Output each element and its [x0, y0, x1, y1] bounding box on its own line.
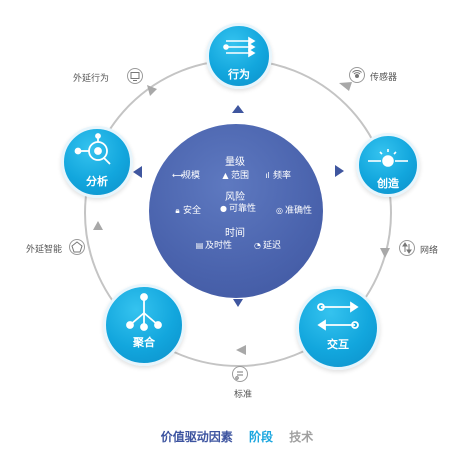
tech-label-sensor: 传感器: [370, 73, 398, 83]
driver-latency: ◔延迟: [254, 241, 282, 251]
stage-label: 创造: [377, 177, 399, 190]
legend-value-drivers: 价值驱动因素: [160, 430, 233, 444]
legend-technology: 技术: [289, 430, 314, 444]
network-icon: [126, 293, 162, 331]
stage-node-interact: 交互: [296, 286, 380, 370]
driver-accuracy: ◎准确性: [276, 206, 313, 216]
stage-label: 分析: [86, 175, 108, 188]
tech-label-extended-behavior: 外延行为: [73, 74, 110, 84]
standard-icon: [232, 366, 248, 382]
network-arrows-icon: [399, 240, 415, 256]
magnifier-icon: [74, 133, 111, 165]
lightbulb-icon: [368, 149, 408, 167]
stage-label: 聚合: [133, 336, 155, 349]
stage-node-act: 行为: [206, 23, 272, 89]
clock-icon: ◔: [254, 241, 261, 250]
driver-reliability: ●可靠性: [220, 204, 257, 214]
exchange-icon: [317, 301, 359, 331]
legend: 价值驱动因素 阶段 技术: [0, 428, 474, 445]
driver-security: 🔒︎安全: [173, 203, 201, 216]
stage-label: 行为: [228, 68, 250, 81]
tech-label-standard: 标准: [234, 390, 253, 400]
stage-label: 交互: [327, 338, 349, 351]
legend-stage: 阶段: [248, 430, 273, 444]
signal-icon: ıl: [265, 171, 270, 180]
mountain-icon: ▲: [222, 171, 229, 180]
stage-node-aggregate: 聚合: [103, 284, 185, 366]
driver-scale: ⟷规模: [172, 171, 201, 181]
group-title-risk: 风险: [225, 192, 245, 203]
document-icon: ▤: [195, 241, 204, 250]
scale-icon: ⟷: [172, 171, 184, 180]
sensor-icon: [349, 67, 365, 83]
stage-node-analyze: 分析: [61, 126, 133, 198]
group-title-time: 时间: [225, 228, 245, 239]
driver-scope: ▲范围: [222, 171, 250, 181]
pentagon-icon: [69, 239, 85, 255]
stage-node-create: 创造: [356, 133, 420, 197]
pin-icon: ●: [220, 204, 227, 213]
lock-icon: 🔒︎: [175, 206, 180, 215]
target-icon: ◎: [276, 206, 283, 215]
group-title-magnitude: 量级: [225, 157, 245, 168]
tech-label-network: 网络: [420, 246, 439, 256]
driver-timeliness: ▤及时性: [195, 241, 233, 251]
arrows-icon: [223, 36, 256, 58]
tech-label-extended-intelligence: 外延智能: [26, 245, 63, 255]
monitor-icon: [127, 68, 143, 84]
